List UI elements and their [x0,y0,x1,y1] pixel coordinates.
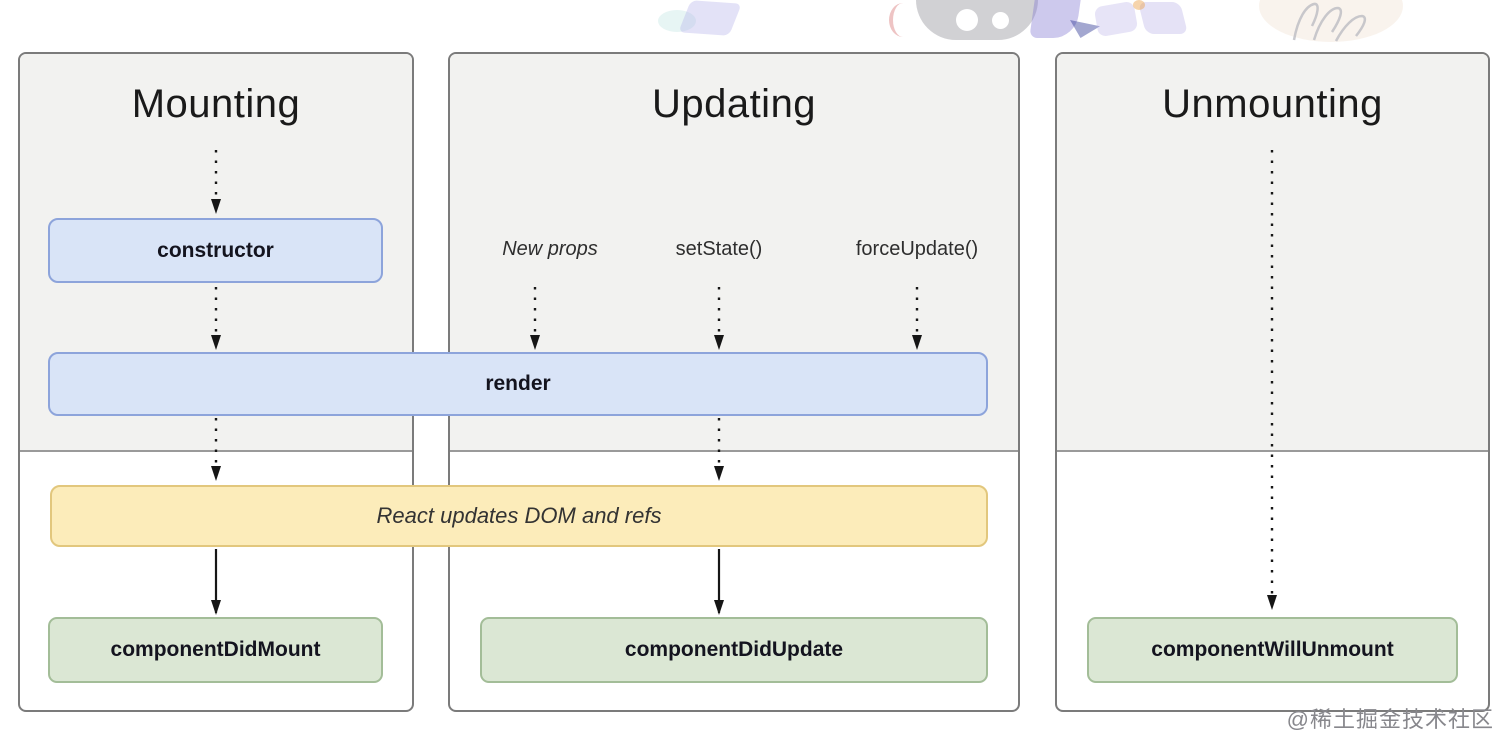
node-componentwillunmount: componentWillUnmount [1087,617,1458,683]
node-componentdidmount: componentDidMount [48,617,383,683]
trigger-label-setstate: setState() [675,238,763,260]
deco-illustration-fragment [678,0,742,36]
deco-illustration-fragment [992,12,1009,29]
node-constructor: constructor [48,218,383,283]
deco-illustration-fragment [956,9,978,31]
panel-title-unmounting: Unmounting [1162,82,1383,126]
panel-title-updating: Updating [651,82,817,126]
deco-hand-sketch-fragment [1259,0,1403,42]
node-render: render [48,352,988,416]
panel-title-mounting: Mounting [131,82,301,126]
deco-illustration-fragment [1133,0,1145,10]
deco-illustration-fragment [658,10,696,32]
juejin-watermark: @稀土掘金技术社区 [1286,707,1494,732]
deco-illustration-fragment [1138,2,1188,34]
trigger-label-new-props: New props [502,238,598,260]
deco-illustration-fragment [1029,0,1081,38]
deco-illustration-fragment [889,3,917,37]
panel-unmounting: Unmounting [1055,52,1490,712]
trigger-label-forceupdate: forceUpdate() [855,238,979,260]
node-componentdidupdate: componentDidUpdate [480,617,988,683]
node-react-updates-dom: React updates DOM and refs [50,485,988,547]
deco-illustration-fragment [1093,0,1139,38]
